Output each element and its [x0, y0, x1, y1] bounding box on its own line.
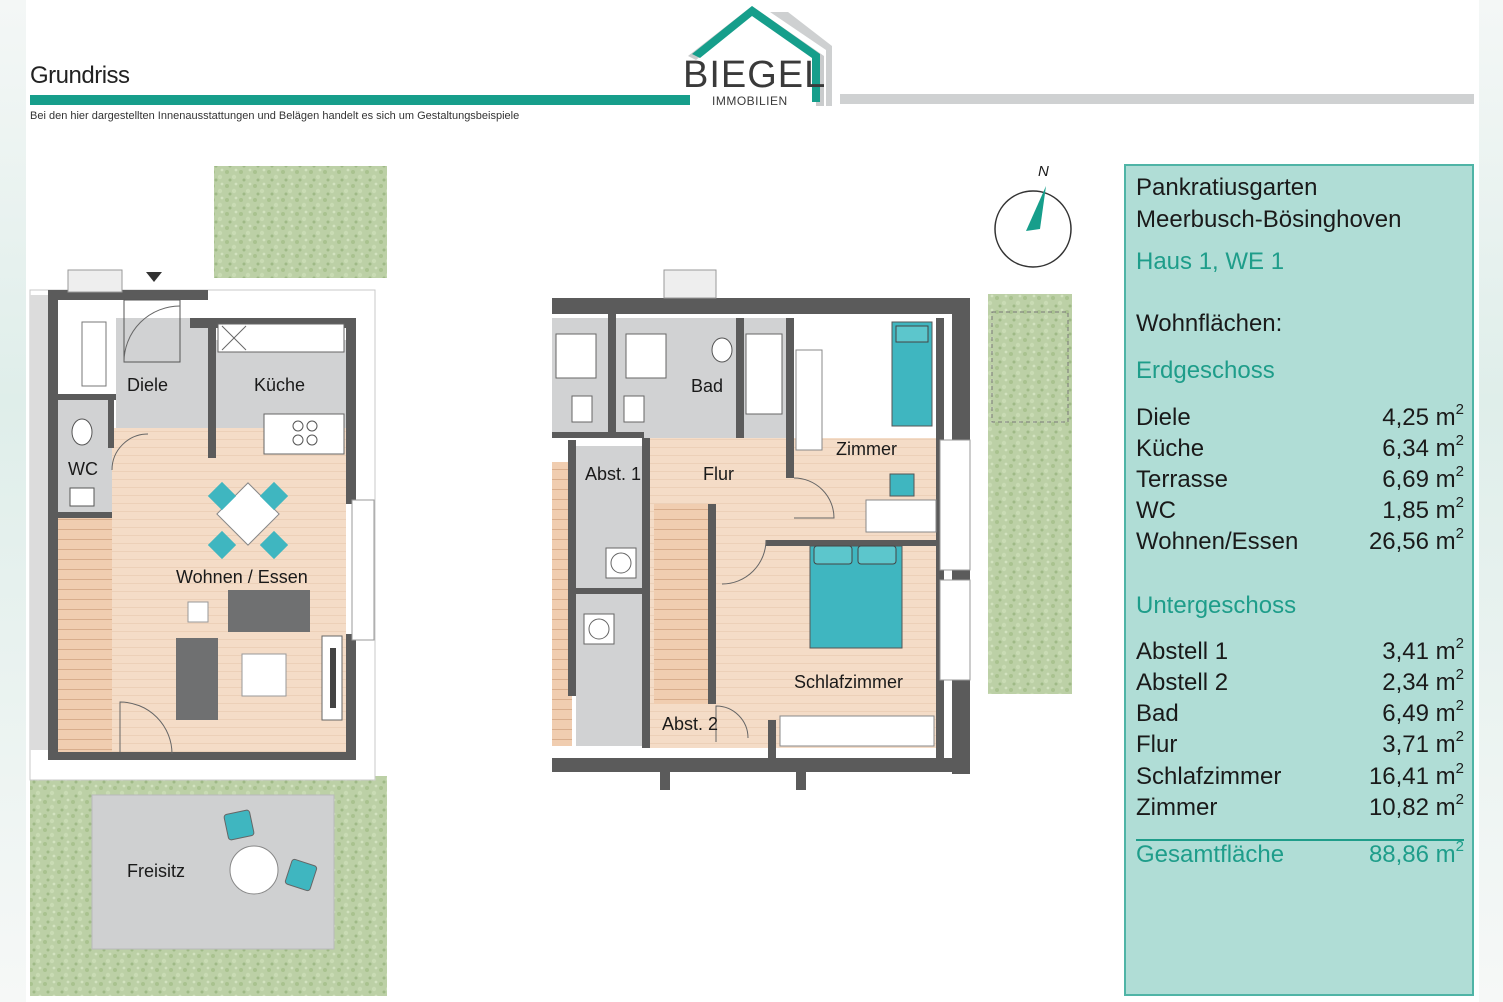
header-grey-rule [840, 94, 1474, 104]
right-edge-band [1479, 0, 1503, 1002]
area-row: Zimmer 10,82 m2 [1136, 791, 1464, 825]
compass-label: N [1038, 163, 1049, 180]
area-value: 6,34 m2 [1382, 432, 1464, 462]
logo-wordmark: BIEGEL [683, 54, 827, 96]
logo-subtitle: IMMOBILIEN [712, 94, 788, 108]
area-value: 16,41 m2 [1368, 760, 1464, 790]
project-name: Pankratiusgarten Meerbusch-Bösinghoven [1136, 172, 1402, 236]
room-label-freisitz: Freisitz [127, 861, 185, 881]
area-info-panel: Pankratiusgarten Meerbusch-Bösinghoven H… [1124, 164, 1474, 996]
total-value: 88,86 m2 [1368, 838, 1464, 868]
area-name: Wohnen/Essen [1136, 528, 1299, 555]
total-label: Gesamtfläche [1136, 841, 1285, 868]
area-name: Bad [1136, 700, 1179, 727]
room-label-wc: WC [68, 459, 98, 479]
untergeschoss-heading: Untergeschoss [1136, 592, 1297, 619]
total-divider [1136, 839, 1464, 841]
room-label-wohnen: Wohnen / Essen [176, 567, 308, 587]
area-row: Diele 4,25 m2 [1136, 401, 1464, 435]
lower-floor-plan: Bad Abst. 1 Flur Zimmer Schlafzimmer Abs… [552, 269, 1072, 790]
room-label-abst2: Abst. 2 [662, 714, 718, 734]
area-name: Schlafzimmer [1136, 763, 1282, 790]
area-row: Wohnen/Essen 26,56 m2 [1136, 525, 1464, 559]
area-value: 3,71 m2 [1382, 728, 1464, 758]
ground-floor-plan: Diele Küche WC Wohnen / Essen Freisitz [29, 166, 387, 996]
header-teal-rule [30, 95, 690, 105]
left-edge-band [0, 0, 26, 1002]
area-row: Terrasse 6,69 m2 [1136, 463, 1464, 497]
room-label-kueche: Küche [254, 375, 305, 395]
compass-north-icon: N [994, 163, 1072, 268]
room-label-diele: Diele [127, 375, 168, 395]
area-value: 2,34 m2 [1382, 666, 1464, 696]
area-row: Bad 6,49 m2 [1136, 697, 1464, 731]
room-label-bad: Bad [691, 376, 723, 396]
area-value: 6,49 m2 [1382, 697, 1464, 727]
area-name: WC [1136, 497, 1176, 524]
area-row: WC 1,85 m2 [1136, 494, 1464, 528]
area-name: Abstell 2 [1136, 669, 1229, 696]
area-name: Küche [1136, 435, 1205, 462]
area-name: Diele [1136, 404, 1191, 431]
area-value: 3,41 m2 [1382, 635, 1464, 665]
garden-top [214, 166, 387, 278]
room-label-schlafzimmer: Schlafzimmer [794, 672, 903, 692]
house-unit: Haus 1, WE 1 [1136, 248, 1285, 275]
room-label-zimmer: Zimmer [836, 439, 897, 459]
biegel-logo-house-icon [688, 6, 832, 106]
area-value: 10,82 m2 [1368, 791, 1464, 821]
area-name: Flur [1136, 731, 1178, 758]
area-name: Abstell 1 [1136, 638, 1229, 665]
project-line-1: Pankratiusgarten [1136, 174, 1318, 201]
disclaimer-text: Bei den hier dargestellten Innenausstatt… [30, 110, 520, 122]
entrance-arrow-icon [146, 272, 162, 282]
area-value: 1,85 m2 [1382, 494, 1464, 524]
garden-side [988, 294, 1072, 694]
area-value: 6,69 m2 [1382, 463, 1464, 493]
area-value: 4,25 m2 [1382, 401, 1464, 431]
page-title: Grundriss [30, 62, 130, 89]
area-row: Küche 6,34 m2 [1136, 432, 1464, 466]
erdgeschoss-heading: Erdgeschoss [1136, 357, 1275, 384]
area-name: Terrasse [1136, 466, 1229, 493]
staircase-ground [56, 518, 112, 754]
room-label-flur: Flur [703, 464, 734, 484]
area-name: Zimmer [1136, 794, 1218, 821]
area-value: 26,56 m2 [1368, 525, 1464, 555]
project-line-2: Meerbusch-Bösinghoven [1136, 206, 1402, 233]
area-row: Flur 3,71 m2 [1136, 728, 1464, 762]
staircase-lower [654, 504, 710, 704]
wohnflaechen-heading: Wohnflächen: [1136, 310, 1283, 337]
area-row: Schlafzimmer 16,41 m2 [1136, 760, 1464, 794]
room-label-abst1: Abst. 1 [585, 464, 641, 484]
area-row: Abstell 2 2,34 m2 [1136, 666, 1464, 700]
area-row: Abstell 1 3,41 m2 [1136, 635, 1464, 669]
